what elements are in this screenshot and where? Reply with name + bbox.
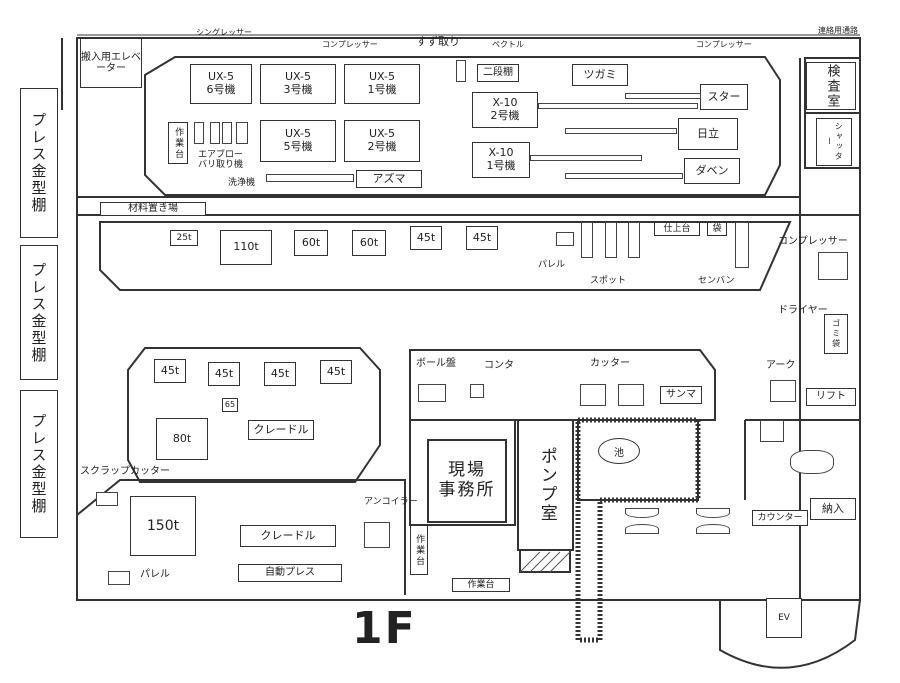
compressor-label: コンプレッサー (778, 236, 848, 247)
machine-x10-2: X-10 2号機 (472, 92, 538, 128)
scrap-cutter-label: スクラップカッター (80, 466, 170, 477)
press-150t: 150t (130, 496, 196, 556)
press-45t-c: 45t (154, 359, 186, 383)
sanma: サンマ (660, 386, 702, 404)
machine-hitachi: 日立 (678, 118, 738, 150)
machine-daiben: ダベン (684, 158, 740, 184)
press-45t-a: 45t (410, 226, 442, 250)
cradle-2: クレードル (240, 525, 336, 547)
pond: 池 (598, 438, 640, 464)
cutter-label: カッター (590, 358, 630, 369)
pallet-label-2: パレル (140, 569, 170, 580)
dust-bag: ゴミ袋 (824, 314, 848, 354)
press-45t-b: 45t (466, 226, 498, 250)
machine-ux5-5: UX-5 5号機 (260, 120, 336, 162)
top-label-2: コンプレッサー (322, 40, 378, 49)
pallet-label-1: パレル (538, 260, 566, 270)
inspection-room: 検査室 (806, 62, 856, 110)
press-45t-d: 45t (208, 362, 240, 386)
machine-tsugami: ツガミ (572, 64, 628, 86)
pump-room: ポンプ室 (536, 447, 557, 523)
conta-label: コンタ (484, 360, 514, 371)
work-table-top: 作業台 (168, 122, 188, 164)
auto-press: 自動プレス (238, 564, 342, 582)
elevator-ev: EV (766, 598, 802, 638)
dryer-label: ドライヤー (778, 305, 828, 316)
press-die-shelf-2: プレス金型棚 (20, 245, 58, 380)
finishing-table: 仕上台 (654, 222, 700, 236)
machine-ux5-6: UX-5 6号機 (190, 64, 252, 104)
press-die-shelf-1: プレス金型棚 (20, 88, 58, 238)
pond-label: 池 (614, 447, 624, 459)
machine-ux5-2: UX-5 2号機 (344, 120, 420, 162)
press-45t-f: 45t (320, 360, 352, 384)
site-office: 現場 事務所 (438, 460, 496, 500)
two-tier-shelf: 二段棚 (477, 64, 519, 82)
press-60t-a: 60t (294, 230, 328, 256)
press-80t: 80t (156, 418, 208, 460)
washer-label: 洗浄機 (228, 178, 256, 188)
lift: リフト (806, 388, 856, 406)
top-label-5: コンプレッサー (696, 40, 752, 49)
top-label-6: 連絡用通路 (818, 26, 858, 35)
air-blow-label: エアブロー バリ取り機 (198, 150, 244, 171)
counter: カウンター (752, 510, 808, 526)
machine-star: スター (700, 84, 748, 110)
material-storage: 材料置き場 (100, 202, 206, 216)
top-label-1: シングレッサー (196, 28, 252, 37)
delivery: 納入 (810, 498, 856, 520)
work-table-center: 作業台 (410, 525, 428, 575)
machine-ux5-1: UX-5 1号機 (344, 64, 420, 104)
press-die-shelf-3: プレス金型棚 (20, 390, 58, 538)
arc-label: アーク (766, 360, 796, 371)
small-press: 65 (222, 398, 238, 412)
machine-ux5-3: UX-5 3号機 (260, 64, 336, 104)
machine-azuma: アズマ (356, 170, 422, 188)
machine-x10-1: X-10 1号機 (472, 142, 530, 178)
press-25t: 25t (170, 230, 198, 246)
shutter-side: シャッター (816, 118, 852, 166)
ball-press-label: ボール盤 (416, 358, 456, 369)
floor-title: 1F (352, 603, 417, 654)
senban-label: センバン (698, 276, 735, 286)
press-45t-e: 45t (264, 362, 296, 386)
cradle-1: クレードル (248, 420, 314, 440)
top-label-3: すず取り (416, 35, 460, 48)
press-110t: 110t (220, 230, 272, 265)
spot-label: スポット (590, 276, 627, 286)
work-table-bottom: 作業台 (452, 578, 510, 592)
uncoiler-label: アンコイラー (364, 497, 418, 507)
bag: 袋 (707, 222, 727, 236)
freight-elevator: 搬入用エレベーター (80, 38, 142, 88)
top-label-4: ペクトル (492, 40, 524, 49)
press-60t-b: 60t (352, 230, 386, 256)
